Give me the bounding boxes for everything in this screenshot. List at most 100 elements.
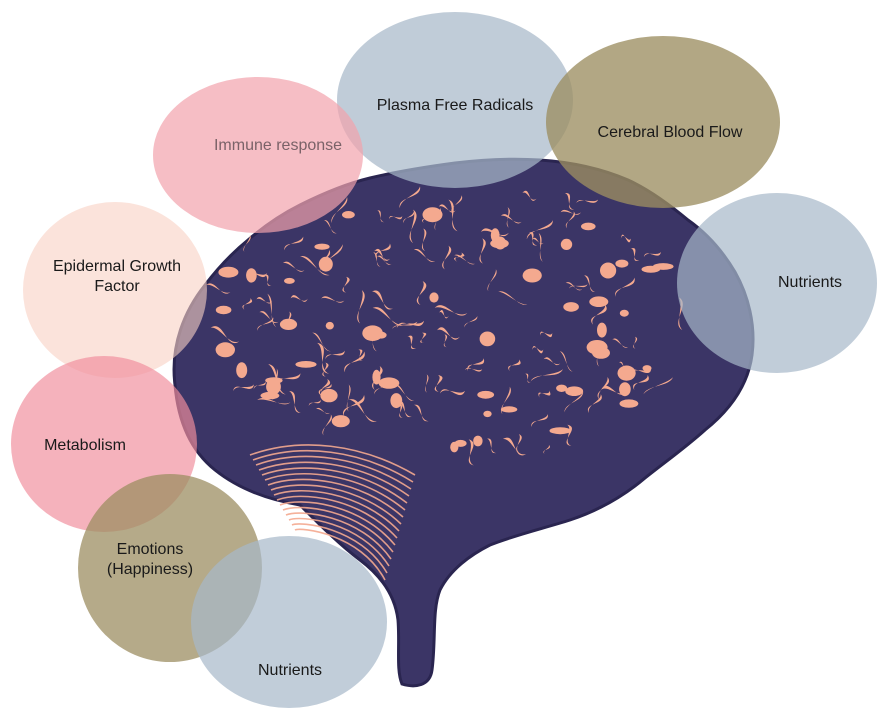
- gyrus-fold: [560, 238, 573, 250]
- gyrus-fold: [500, 214, 522, 224]
- cerebellum-stripe: [285, 512, 392, 560]
- gyrus-fold: [576, 199, 599, 204]
- gyrus-fold: [372, 290, 394, 310]
- gyrus-fold: [284, 236, 304, 251]
- gyrus-fold: [362, 325, 383, 342]
- gyrus-fold: [490, 228, 500, 243]
- gyrus-fold: [413, 249, 436, 262]
- gyrus-fold: [246, 268, 257, 283]
- brain-gyri: [206, 186, 683, 466]
- gyrus-fold: [314, 243, 330, 250]
- gyrus-fold: [320, 244, 343, 271]
- gyrus-fold: [508, 359, 521, 372]
- gyrus-fold: [393, 383, 415, 401]
- gyrus-fold: [377, 255, 392, 265]
- gyrus-fold: [619, 309, 629, 317]
- gyrus-fold: [372, 369, 381, 385]
- brain-cerebellum: [249, 444, 416, 581]
- bubble-cerebral-circle: [546, 36, 780, 208]
- gyrus-fold: [448, 199, 458, 232]
- gyrus-fold: [316, 407, 330, 414]
- gyrus-fold: [592, 347, 610, 359]
- bubble-cerebral: Cerebral Blood Flow: [546, 36, 780, 208]
- gyrus-fold: [266, 378, 281, 395]
- gyrus-fold: [464, 316, 478, 328]
- gyrus-fold: [320, 388, 338, 403]
- gyrus-fold: [532, 346, 544, 354]
- gyrus-fold: [565, 386, 584, 397]
- gyrus-fold: [619, 361, 628, 369]
- gyrus-fold: [454, 439, 467, 447]
- gyrus-fold: [600, 262, 617, 279]
- gyrus-fold: [409, 209, 417, 243]
- bubble-nutrients2-circle: [191, 536, 387, 708]
- gyrus-fold: [464, 367, 483, 372]
- gyrus-fold: [243, 234, 251, 252]
- gyrus-fold: [468, 439, 474, 466]
- bubble-emotions-label: Emotions: [117, 541, 184, 558]
- bubble-immune-label: Immune response: [214, 137, 342, 154]
- gyrus-fold: [467, 358, 484, 371]
- bubble-nutrients1-circle: [677, 193, 877, 373]
- gyrus-fold: [417, 281, 427, 306]
- gyrus-fold: [556, 384, 568, 392]
- gyrus-fold: [477, 390, 495, 399]
- gyrus-fold: [390, 393, 403, 409]
- gyrus-fold: [565, 211, 575, 229]
- gyrus-fold: [342, 211, 355, 219]
- gyrus-fold: [322, 414, 332, 436]
- gyrus-fold: [451, 195, 463, 213]
- gyrus-fold: [318, 256, 333, 272]
- cerebellum-stripe: [249, 444, 416, 476]
- gyrus-fold: [454, 254, 476, 265]
- gyrus-fold: [378, 377, 400, 389]
- gyrus-fold: [236, 362, 248, 379]
- gyrus-fold: [525, 373, 531, 383]
- gyrus-fold: [442, 245, 451, 270]
- gyrus-fold: [391, 321, 418, 329]
- cerebellum-stripe: [276, 495, 398, 539]
- gyrus-fold: [439, 310, 449, 319]
- gyrus-fold: [348, 399, 377, 422]
- gyrus-fold: [438, 204, 456, 213]
- gyrus-fold: [615, 277, 635, 297]
- gyrus-fold: [375, 243, 391, 259]
- gyrus-fold: [274, 373, 301, 385]
- gyrus-fold: [591, 304, 607, 325]
- gyrus-fold: [531, 414, 548, 427]
- gyrus-fold: [486, 438, 497, 454]
- gyrus-fold: [422, 228, 427, 252]
- gyrus-fold: [473, 435, 483, 447]
- gyrus-fold: [559, 351, 573, 372]
- gyrus-fold: [539, 331, 553, 338]
- gyrus-fold: [564, 391, 584, 413]
- brain-illustration: [172, 157, 755, 688]
- bubble-nutrients1-label: Nutrients: [778, 274, 842, 291]
- gyrus-fold: [583, 275, 596, 293]
- gyrus-fold: [346, 384, 351, 412]
- gyrus-fold: [358, 349, 363, 361]
- gyrus-fold: [256, 297, 273, 304]
- gyrus-fold: [242, 298, 253, 310]
- bubble-nutrients2-label: Nutrients: [258, 662, 322, 679]
- gyrus-fold: [323, 220, 337, 234]
- gyrus-fold: [501, 386, 511, 415]
- gyrus-fold: [612, 338, 629, 348]
- bubble-epidermal-circle: [23, 202, 207, 378]
- gyrus-fold: [407, 335, 417, 349]
- cerebellum-stripe: [291, 523, 388, 574]
- gyrus-fold: [398, 403, 403, 418]
- gyrus-fold: [543, 444, 550, 455]
- gyrus-fold: [633, 374, 649, 391]
- gyrus-fold: [399, 186, 421, 209]
- gyrus-fold: [279, 318, 298, 330]
- cerebellum-stripe: [252, 449, 414, 483]
- bubble-immune-circle: [153, 77, 363, 233]
- gyrus-fold: [516, 434, 522, 453]
- gyrus-fold: [317, 342, 330, 374]
- gyrus-fold: [620, 234, 631, 243]
